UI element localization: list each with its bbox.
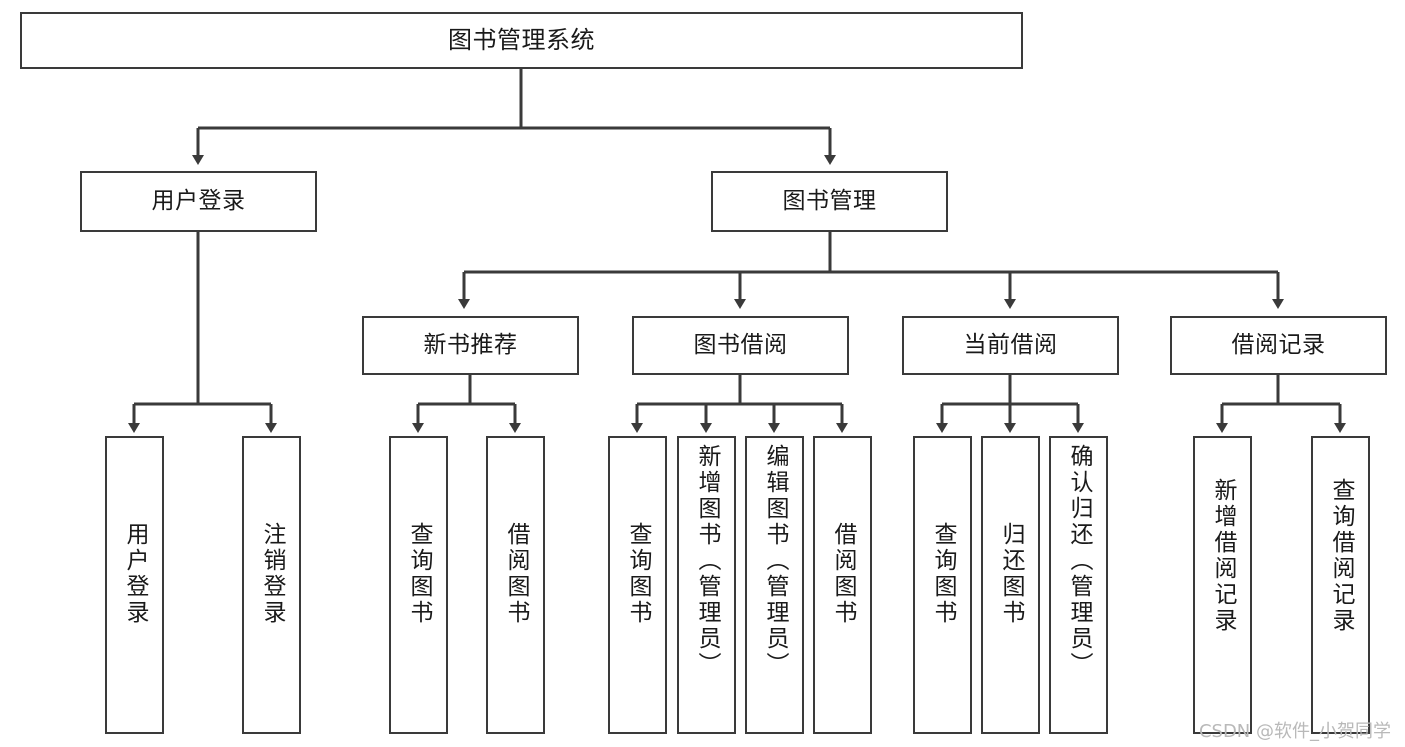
leaf-add-borrow-record[interactable]: 新增借阅记录 bbox=[1193, 436, 1252, 734]
node-current-borrow[interactable]: 当前借阅 bbox=[902, 316, 1119, 375]
leaf-borrow-book[interactable]: 借阅图书 bbox=[813, 436, 872, 734]
node-borrow-record[interactable]: 借阅记录 bbox=[1170, 316, 1387, 375]
node-label: 查询借阅记录 bbox=[1328, 478, 1354, 634]
node-label: 注销登录 bbox=[259, 522, 285, 626]
node-user-login[interactable]: 用户登录 bbox=[80, 171, 317, 232]
node-label: 借阅图书 bbox=[830, 522, 856, 626]
leaf-logout[interactable]: 注销登录 bbox=[242, 436, 301, 734]
leaf-borrow-book-recommend[interactable]: 借阅图书 bbox=[486, 436, 545, 734]
node-label: 查询图书 bbox=[625, 522, 651, 626]
leaf-query-book-borrow[interactable]: 查询图书 bbox=[608, 436, 667, 734]
node-label: 新书推荐 bbox=[423, 332, 518, 359]
node-book-borrow[interactable]: 图书借阅 bbox=[632, 316, 849, 375]
leaf-add-book-admin[interactable]: 新增图书（管理员） bbox=[677, 436, 736, 734]
leaf-query-borrow-record[interactable]: 查询借阅记录 bbox=[1311, 436, 1370, 734]
node-label: 图书管理系统 bbox=[448, 25, 595, 54]
leaf-query-book-recommend[interactable]: 查询图书 bbox=[389, 436, 448, 734]
node-new-book-recommend[interactable]: 新书推荐 bbox=[362, 316, 579, 375]
node-label: 查询图书 bbox=[406, 522, 432, 626]
node-book-management[interactable]: 图书管理 bbox=[711, 171, 948, 232]
node-root-system[interactable]: 图书管理系统 bbox=[20, 12, 1023, 69]
watermark: CSDN @软件_小贺同学 bbox=[1198, 721, 1391, 742]
leaf-edit-book-admin[interactable]: 编辑图书（管理员） bbox=[745, 436, 804, 734]
node-label: 查询图书 bbox=[930, 522, 956, 626]
node-label: 新增借阅记录 bbox=[1210, 478, 1236, 634]
node-label: 用户登录 bbox=[122, 522, 148, 626]
node-label: 编辑图书（管理员） bbox=[762, 444, 788, 678]
node-label: 用户登录 bbox=[151, 188, 246, 215]
node-label: 图书管理 bbox=[782, 188, 877, 215]
leaf-query-book-current[interactable]: 查询图书 bbox=[913, 436, 972, 734]
node-label: 确认归还（管理员） bbox=[1066, 444, 1092, 678]
node-label: 借阅记录 bbox=[1231, 332, 1326, 359]
node-label: 新增图书（管理员） bbox=[694, 444, 720, 678]
node-label: 当前借阅 bbox=[963, 332, 1058, 359]
leaf-user-login[interactable]: 用户登录 bbox=[105, 436, 164, 734]
leaf-confirm-return-admin[interactable]: 确认归还（管理员） bbox=[1049, 436, 1108, 734]
leaf-return-book[interactable]: 归还图书 bbox=[981, 436, 1040, 734]
node-label: 归还图书 bbox=[998, 522, 1024, 626]
node-label: 借阅图书 bbox=[503, 522, 529, 626]
node-label: 图书借阅 bbox=[693, 332, 788, 359]
